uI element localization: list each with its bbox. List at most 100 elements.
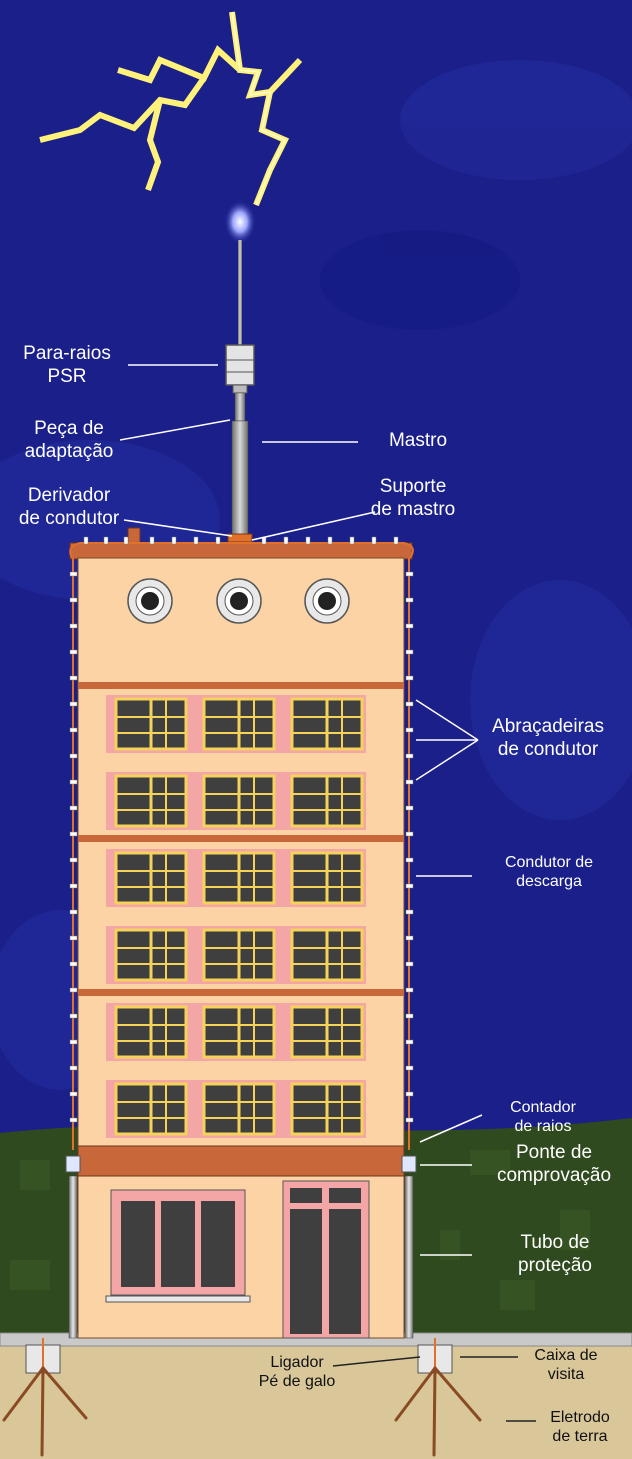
conductor-clamp [405,987,414,993]
window [202,1082,276,1136]
round-vents [127,578,350,624]
floor-band [78,835,404,842]
conductor-clamp [405,571,414,577]
conductor-clamp [69,597,78,603]
window-row [106,772,366,830]
conductor-clamp [69,857,78,863]
conductor-clamp [405,961,414,967]
window [114,1082,188,1136]
window [202,1005,276,1059]
lightning-core [231,11,287,206]
protection-tube-right [404,1175,414,1339]
conductor-clamp [69,753,78,759]
leader-lines-ground [332,1356,536,1422]
conductor-clamp [405,597,414,603]
conductor-clamp [405,675,414,681]
window-row [106,1003,366,1061]
label-para-raios: Para-raios PSR [23,343,111,387]
window [114,851,188,905]
conductor-clamp [69,571,78,577]
window [290,928,364,982]
protection-tube-left [68,1175,78,1339]
window [114,928,188,982]
conductor-clamp [69,701,78,707]
conductor-clamp [405,1039,414,1045]
conductor-clamp [69,1117,78,1123]
label-eletrodo: Eletrodo de terra [550,1409,610,1446]
conductor-clamp [405,805,414,811]
conductor-clamp [405,649,414,655]
conductor-clamp [69,961,78,967]
conductor-clamp [69,1039,78,1045]
conductor-clamp [405,831,414,837]
label-derivador: Derivador de condutor [18,485,120,529]
lightning-rod-tip [238,240,242,345]
window-row [106,1080,366,1138]
label-contador: Contador de raios [510,1099,576,1136]
label-suporte: Suporte de mastro [370,476,456,520]
conductor-clamp [69,623,78,629]
window-row [106,926,366,984]
window [202,774,276,828]
label-ponte: Ponte de comprovação [496,1142,612,1186]
window-row [106,695,366,753]
roof-conductor [69,542,414,559]
window [114,1005,188,1059]
window-row [106,849,366,907]
label-peca-adaptacao: Peça de adaptação [24,418,114,462]
conductor-clamp [405,1013,414,1019]
conductor-clamp [405,909,414,915]
label-caixa: Caixa de visita [534,1347,598,1384]
grass-texture [10,1150,590,1310]
leader-lines [119,364,483,1256]
ground-floor-band [77,1145,405,1177]
test-bridge-right [401,1155,417,1173]
label-abracadeiras: Abraçadeiras de condutor [492,716,604,760]
conductor-clamp [69,883,78,889]
adapter-piece [234,392,246,422]
conductor-clamp [69,1091,78,1097]
conductor-clamp [69,1065,78,1071]
conductor-clamp [69,831,78,837]
floor-band [78,682,404,689]
floor-band [78,989,404,996]
label-mastro: Mastro [388,430,448,451]
conductor-clamp [405,701,414,707]
label-tubo: Tubo de proteção [518,1232,592,1276]
window [114,697,188,751]
test-bridge-left [65,1155,81,1173]
conductor-clamp [405,753,414,759]
conductor-clamp [69,727,78,733]
conductor-clamp [405,779,414,785]
down-conductors [72,558,410,1150]
conductor-clamp [405,935,414,941]
entrance-door [282,1180,370,1339]
window [290,1082,364,1136]
conductor-clamp [405,1065,414,1071]
roof-clamps [83,536,399,545]
window-rows [106,695,366,1138]
window [290,1005,364,1059]
window [202,851,276,905]
label-ligador: Ligador Pé de galo [258,1354,336,1391]
conductor-clamp [405,1091,414,1097]
conductor-clamp [405,623,414,629]
conductor-clamp [69,935,78,941]
ground-floor-window [105,1189,251,1303]
conductor-clamp [405,1117,414,1123]
conductor-clamp [69,649,78,655]
conductor-clamp [69,779,78,785]
conductor-clamp [405,727,414,733]
ground [0,1346,632,1459]
conductor-clamp [69,987,78,993]
conductor-clamp [69,909,78,915]
window [202,928,276,982]
conductor-clamps [69,571,414,1123]
window [290,851,364,905]
window [202,697,276,751]
window [290,774,364,828]
conductor-clamp [69,675,78,681]
earth-electrodes [2,1366,482,1457]
